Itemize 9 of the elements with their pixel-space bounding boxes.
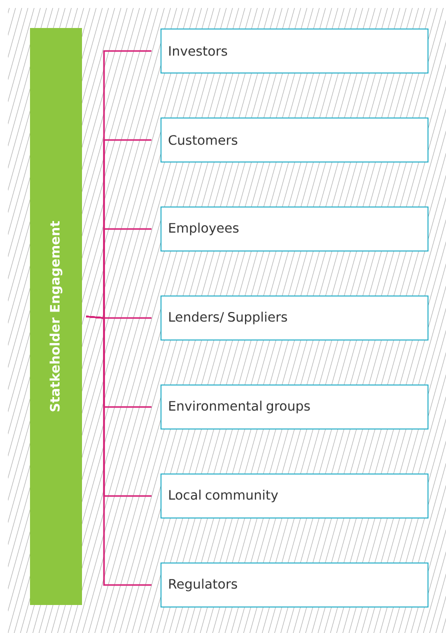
stakeholder-box: Employees [160,206,428,252]
vertical-title-bar: Statkeholder Engagement [30,28,82,605]
stakeholder-box: Regulators [160,562,428,608]
stakeholder-box: Local community [160,474,428,518]
stakeholder-box: Environmental groups [160,384,428,430]
stakeholder-box: Lenders/ Suppliers [160,296,428,340]
stakeholder-box: Investors [160,28,428,74]
stakeholder-box: Customers [160,118,428,162]
connector-line [86,316,152,586]
